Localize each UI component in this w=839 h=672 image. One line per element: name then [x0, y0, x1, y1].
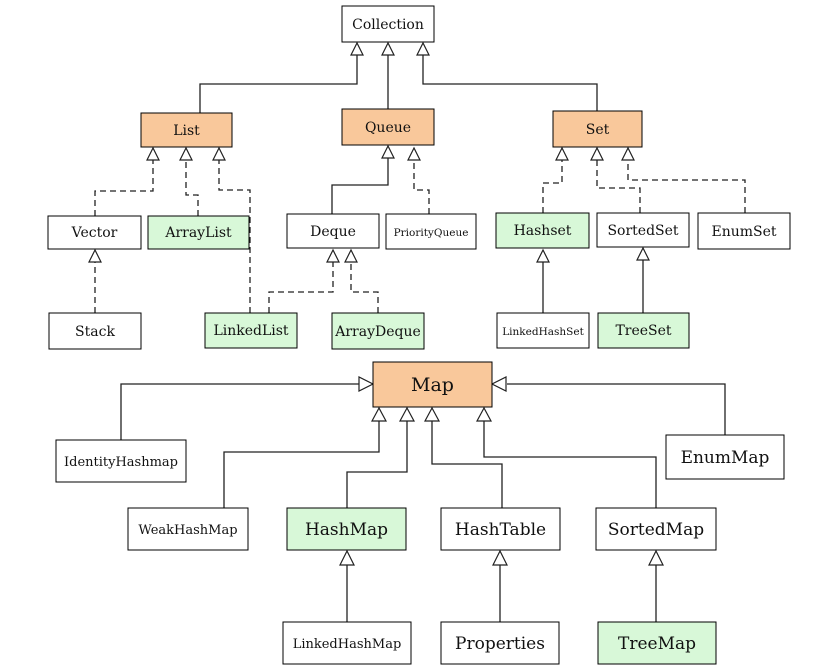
node-label: Map [411, 374, 454, 396]
node-hashmap: HashMap [286, 507, 407, 551]
arrowhead-priorityqueue-queue [407, 146, 421, 161]
node-linkedhashmap: LinkedHashMap [282, 621, 412, 665]
edge-list-collection [199, 45, 358, 113]
arrowhead-enumset-set [621, 146, 635, 161]
node-hashset: Hashset [495, 212, 590, 249]
edge-deque-queue [331, 158, 389, 214]
node-label: Queue [365, 120, 411, 136]
node-linkedhashset: LinkedHashSet [496, 312, 590, 349]
node-linkedlist: LinkedList [204, 312, 298, 349]
node-sortedset: SortedSet [596, 212, 690, 248]
edge-arraydeque-deque [350, 262, 379, 313]
arrowhead-queue-collection [381, 41, 395, 56]
node-label: LinkedList [213, 323, 288, 339]
arrowhead-sortedmap-map [475, 406, 493, 422]
node-set: Set [552, 110, 643, 148]
node-priorityqueue: PriorityQueue [385, 213, 477, 250]
node-label: LinkedHashMap [293, 637, 402, 652]
arrowhead-stack-vector [88, 248, 102, 263]
edges [94, 45, 746, 622]
arrowhead-arraydeque-deque [344, 248, 358, 263]
arrowhead-vector-list [146, 146, 160, 161]
arrowhead-linkedhashmap-hashmap [339, 549, 355, 566]
arrowhead-treeset-sortedset [636, 246, 650, 261]
arrowhead-hashmap-map [398, 406, 416, 422]
node-properties: Properties [440, 621, 560, 665]
arrowhead-deque-queue [381, 144, 395, 159]
arrowhead-weakhashmap-map [370, 406, 388, 422]
arrowhead-hashset-set [555, 146, 569, 161]
edge-hashtable-map [431, 421, 503, 508]
edge-sortedmap-map [483, 421, 657, 508]
node-arraydeque: ArrayDeque [331, 312, 425, 350]
edge-linkedlist-list [218, 160, 251, 313]
node-label: SortedSet [607, 223, 678, 239]
arrowhead-linkedlist-deque [326, 248, 340, 263]
node-identityhashmap: IdentityHashmap [55, 439, 187, 483]
edge-linkedlist-deque [268, 262, 334, 313]
node-collection: Collection [341, 5, 435, 43]
node-stack: Stack [48, 312, 142, 350]
node-label: ArrayDeque [334, 324, 421, 340]
node-label: List [173, 123, 200, 139]
edge-sortedset-set [596, 160, 641, 213]
arrowhead-treemap-sortedmap [648, 549, 664, 566]
edge-enumset-set [627, 160, 746, 213]
arrowhead-linkedhashset-hashset [536, 248, 550, 263]
node-enumset: EnumSet [697, 212, 791, 250]
arrowhead-identityhashmap-map [358, 376, 375, 392]
edge-set-collection [422, 45, 598, 111]
node-label: Collection [352, 17, 424, 33]
node-map: Map [372, 361, 493, 408]
edge-priorityqueue-queue [413, 160, 430, 214]
node-treeset: TreeSet [597, 312, 690, 349]
edge-hashmap-map [346, 421, 408, 508]
node-label: LinkedHashSet [502, 326, 584, 338]
node-label: TreeMap [618, 634, 696, 654]
node-list: List [140, 112, 233, 148]
node-label: Vector [71, 225, 118, 241]
node-label: WeakHashMap [138, 523, 237, 538]
edge-arraylist-list [185, 160, 199, 216]
arrowhead-sortedset-set [590, 146, 604, 161]
nodes: Collection List Queue Set Vector ArrayLi… [47, 5, 791, 665]
node-enummap: EnumMap [665, 434, 785, 480]
node-arraylist: ArrayList [147, 215, 250, 250]
arrowhead-enummap-map [490, 376, 507, 392]
node-label: HashTable [455, 520, 546, 540]
node-label: EnumSet [711, 224, 776, 240]
arrowhead-linkedlist-list [212, 146, 226, 161]
arrowhead-arraylist-list [179, 146, 193, 161]
arrowheads [88, 41, 664, 566]
node-queue: Queue [341, 108, 435, 146]
arrowhead-properties-hashtable [492, 549, 508, 566]
node-label: PriorityQueue [394, 227, 469, 239]
node-label: ArrayList [164, 225, 232, 241]
node-label: Stack [75, 324, 115, 340]
node-hashtable: HashTable [440, 507, 561, 551]
node-label: EnumMap [681, 448, 770, 468]
node-vector: Vector [47, 215, 142, 250]
node-label: TreeSet [615, 323, 671, 339]
node-label: Set [586, 122, 610, 138]
edge-weakhashmap-map [223, 421, 380, 508]
node-sortedmap: SortedMap [595, 507, 717, 551]
edge-vector-list [94, 160, 154, 216]
node-deque: Deque [286, 213, 380, 249]
node-weakhashmap: WeakHashMap [127, 507, 249, 551]
edge-identityhashmap-map [120, 383, 360, 440]
node-label: Deque [310, 224, 356, 240]
node-treemap: TreeMap [597, 621, 717, 665]
arrowhead-set-collection [416, 41, 430, 56]
edge-enummap-map [507, 383, 726, 435]
node-label: Properties [455, 634, 545, 654]
node-label: SortedMap [608, 520, 704, 540]
node-label: IdentityHashmap [64, 455, 178, 470]
node-label: Hashset [514, 223, 572, 239]
arrowhead-hashtable-map [423, 406, 441, 422]
arrowhead-list-collection [350, 41, 364, 56]
node-label: HashMap [305, 520, 388, 540]
edge-hashset-set [542, 160, 563, 213]
